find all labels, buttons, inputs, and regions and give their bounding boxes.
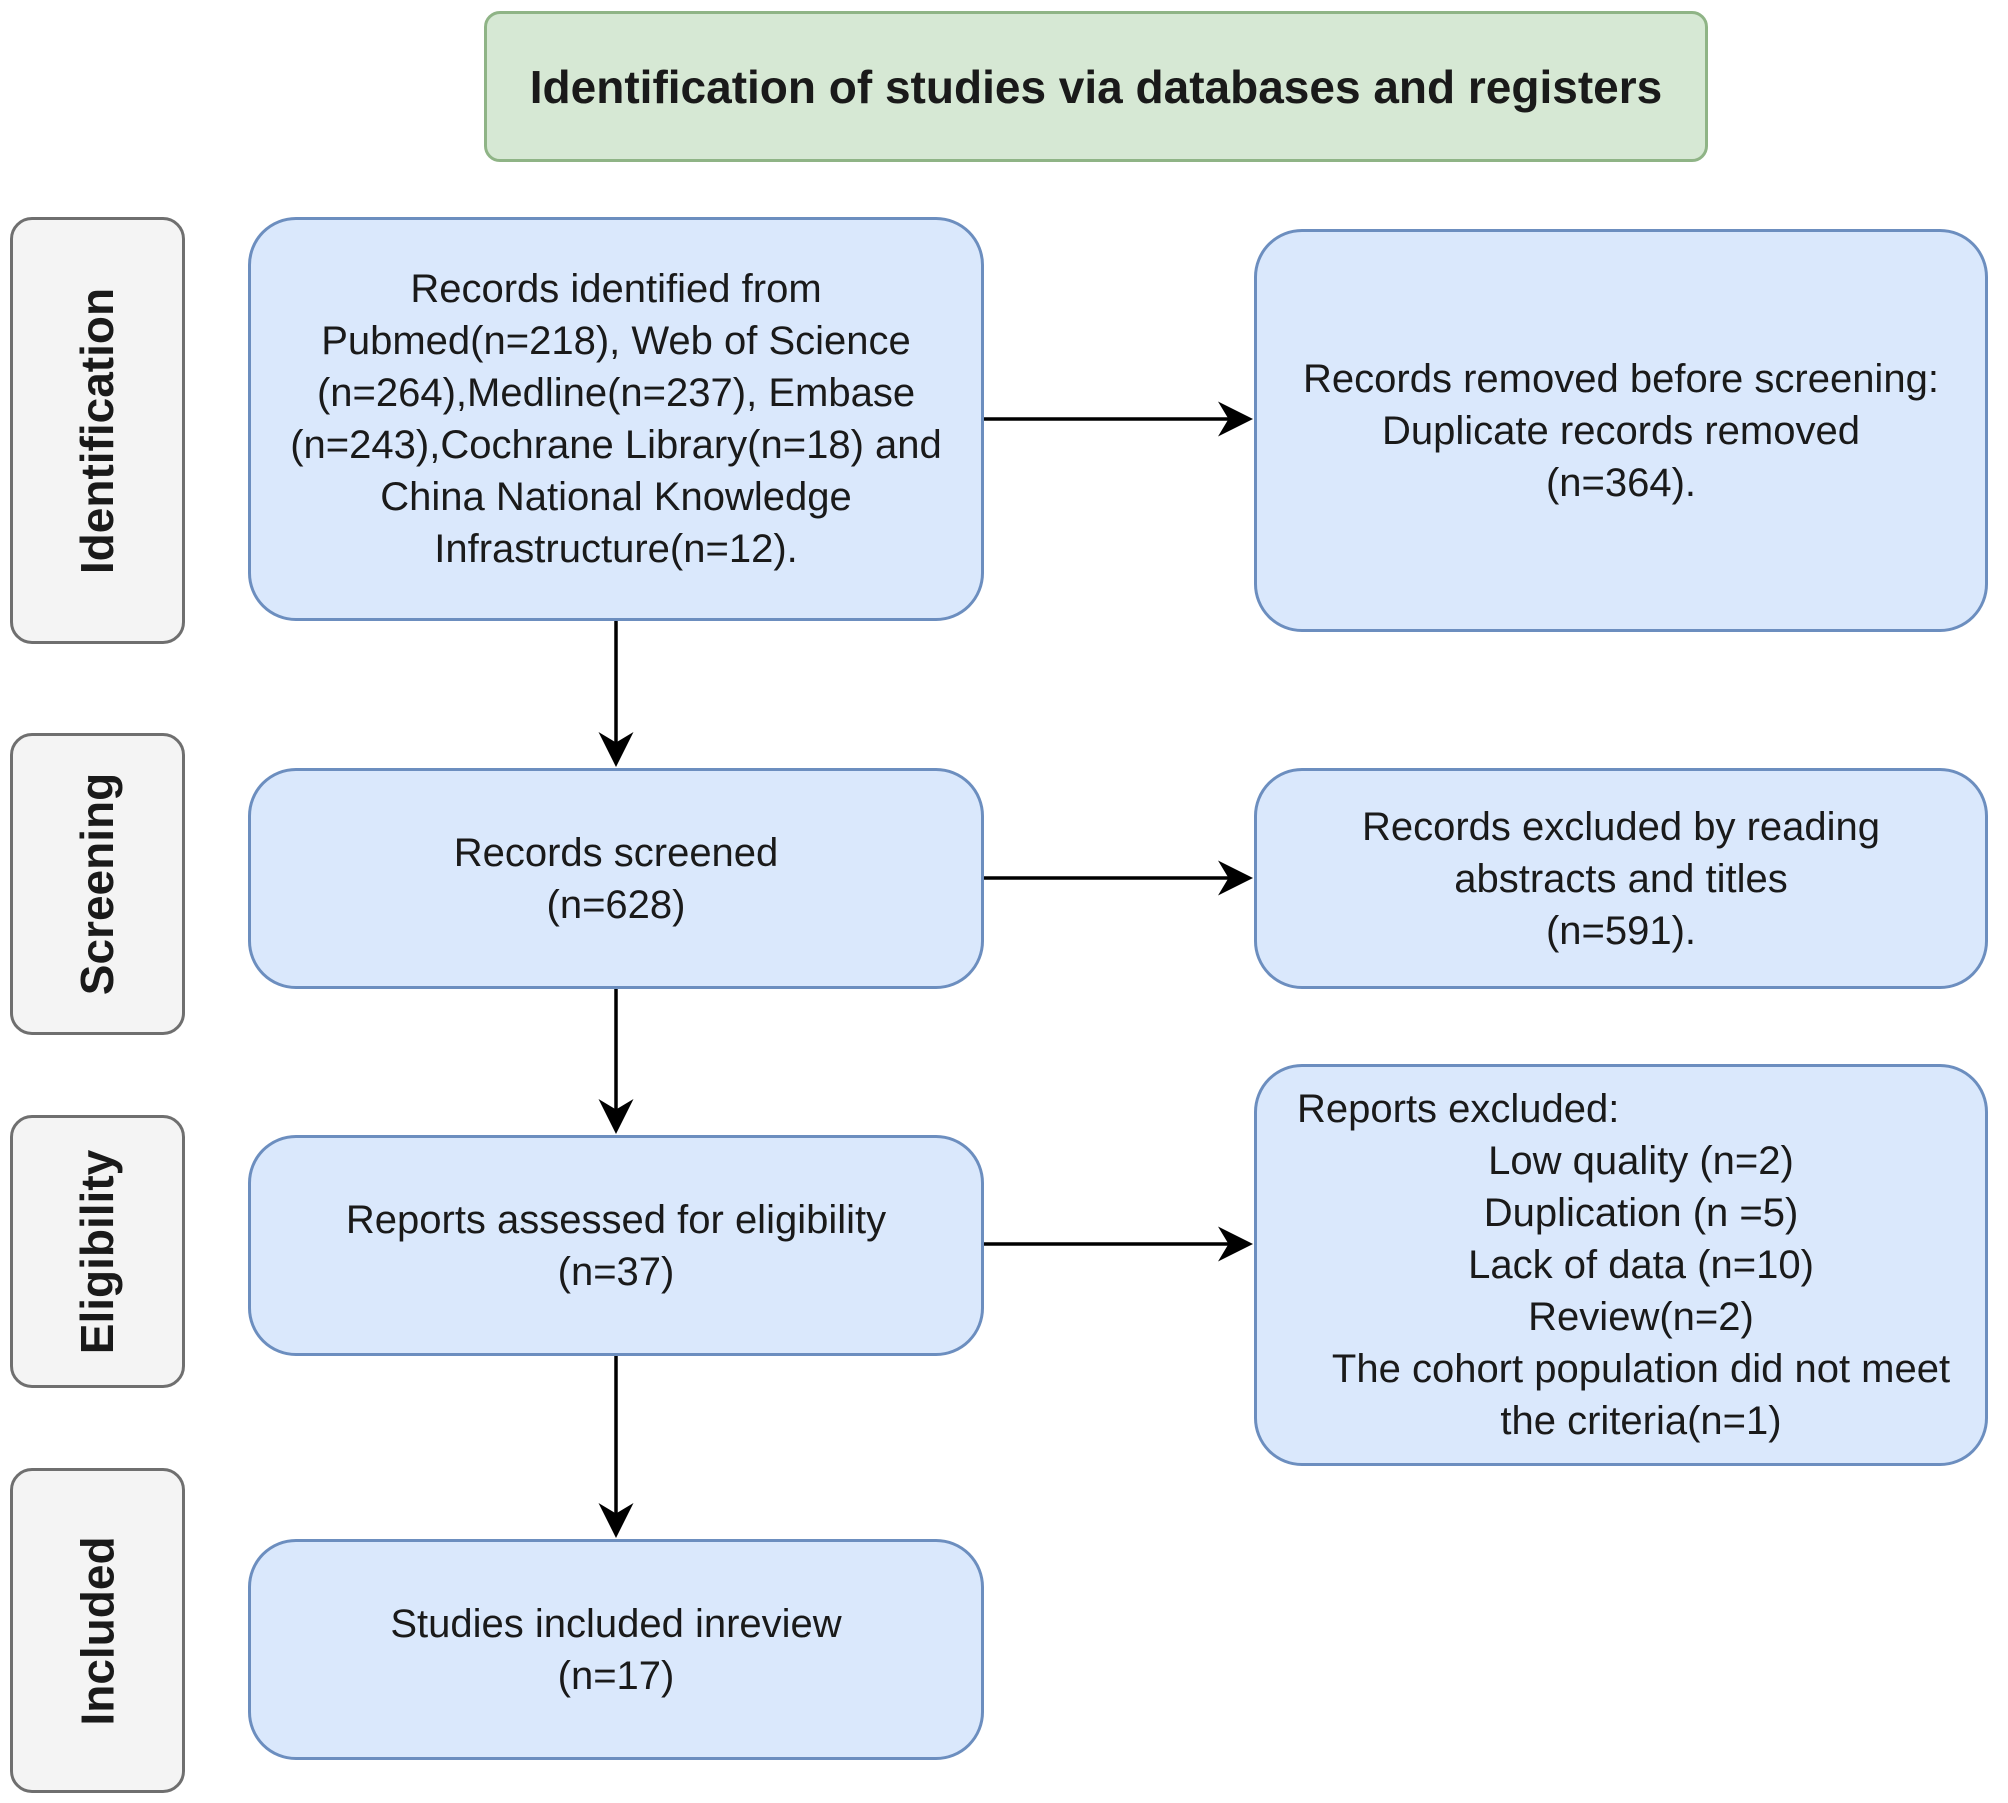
- reports-excluded-reason: the criteria(n=1): [1500, 1399, 1782, 1443]
- studies-included-count: (n=17): [557, 1653, 675, 1698]
- stage-eligibility: Eligibility: [10, 1115, 185, 1388]
- reports-excluded-heading: Reports excluded:: [1297, 1087, 1620, 1131]
- records-identified-line: China National Knowledge: [380, 475, 852, 519]
- records-excluded-box: Records excluded by reading abstracts an…: [1254, 768, 1988, 989]
- records-removed-line: Records removed before screening:: [1303, 356, 1939, 401]
- studies-included-box: Studies included inreview (n=17): [248, 1539, 984, 1760]
- records-removed-count: (n=364).: [1545, 460, 1697, 505]
- reports-excluded-reason: Low quality (n=2): [1488, 1139, 1794, 1183]
- records-identified-line: (n=243),Cochrane Library(n=18) and: [290, 423, 942, 467]
- records-excluded-count: (n=591).: [1545, 908, 1697, 953]
- reports-assessed-line: Reports assessed for eligibility: [345, 1197, 887, 1242]
- stage-identification: Identification: [10, 217, 185, 644]
- records-screened-box: Records screened (n=628): [248, 768, 984, 989]
- studies-included-line: Studies included inreview: [390, 1601, 842, 1646]
- records-identified-line: (n=264),Medline(n=237), Embase: [316, 371, 916, 415]
- records-excluded-line: Records excluded by reading: [1361, 804, 1881, 849]
- reports-excluded-reason: Duplication (n =5): [1483, 1191, 1799, 1235]
- reports-excluded-reason: Lack of data (n=10): [1468, 1243, 1814, 1287]
- records-screened-line: Records screened: [453, 830, 779, 875]
- records-identified-box: Records identified from Pubmed(n=218), W…: [248, 217, 984, 621]
- records-identified-line: Infrastructure(n=12).: [434, 527, 798, 571]
- records-removed-line: Duplicate records removed: [1382, 408, 1860, 453]
- header-title-box: Identification of studies via databases …: [484, 11, 1708, 162]
- reports-assessed-count: (n=37): [557, 1249, 675, 1294]
- records-screened-count: (n=628): [546, 882, 686, 927]
- records-excluded-line: abstracts and titles: [1454, 856, 1788, 901]
- reports-excluded-reason: The cohort population did not meet: [1331, 1347, 1951, 1391]
- reports-assessed-box: Reports assessed for eligibility (n=37): [248, 1135, 984, 1356]
- reports-excluded-box: Reports excluded: Low quality (n=2) Dupl…: [1254, 1064, 1988, 1466]
- reports-excluded-reason: Review(n=2): [1528, 1295, 1754, 1339]
- records-identified-line: Records identified from: [410, 267, 822, 311]
- records-removed-box: Records removed before screening: Duplic…: [1254, 229, 1988, 632]
- stage-screening: Screening: [10, 733, 185, 1035]
- records-identified-line: Pubmed(n=218), Web of Science: [321, 319, 911, 363]
- header-title: Identification of studies via databases …: [529, 60, 1663, 113]
- stage-included: Included: [10, 1468, 185, 1793]
